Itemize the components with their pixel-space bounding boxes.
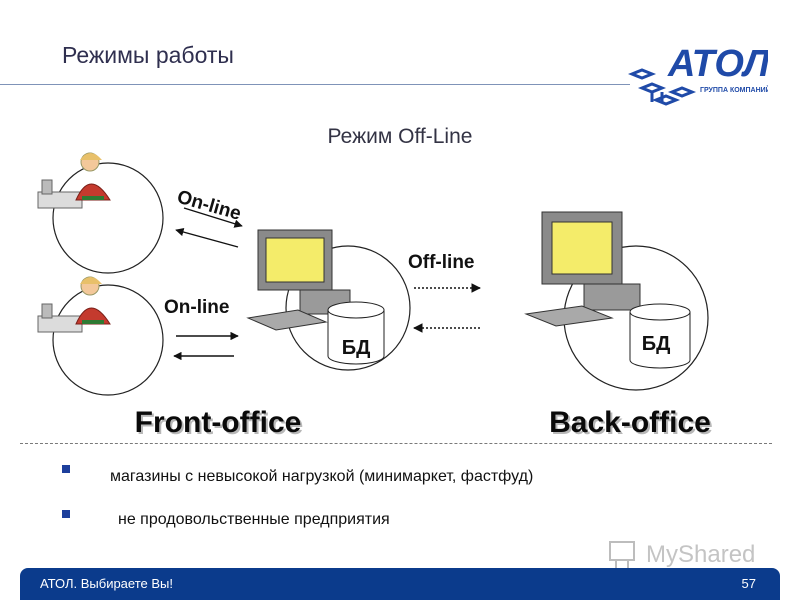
front-office-label-text: Front-office [135,406,302,439]
footer-bar [20,568,780,600]
db-front-label: БД [342,337,371,359]
cubes-icon [628,68,697,106]
watermark-text: MyShared [646,541,755,568]
title-rule [0,84,630,85]
bullet-marker [62,510,70,518]
arrow-top-in [175,227,239,248]
bullet-text: магазины с невысокой нагрузкой (минимарк… [110,468,534,485]
footer-text: АТОЛ. Выбираете Вы! [40,576,173,591]
front-office-label: Front-office [137,408,304,440]
link-middle-label: Off-line [408,252,475,273]
front-office-db: БД [327,301,385,365]
back-office-label-text: Back-office [549,406,711,439]
cashier-bottom [37,276,164,396]
mode-label: Режим Off-Line [327,125,473,148]
back-office-db: БД [629,303,691,369]
link-bottom-left-label: On-line [164,297,229,318]
back-office-computer [524,211,641,327]
back-office-label: Back-office [551,408,713,440]
bullet-marker [62,465,70,473]
watermark-logo: MyShared [609,541,755,568]
link-top-left-label: On-line [175,187,244,225]
arrow-top-out [183,207,243,228]
front-office-computer [246,229,351,331]
page-title: Режимы работы [62,42,234,68]
watermark-icon [609,541,635,568]
logo-wordmark: АТОЛ [667,43,768,85]
page-number: 57 [741,576,756,591]
db-back-label: БД [642,333,671,355]
atol-logo: АТОЛ ГРУППА КОМПАНИЙ [628,43,768,106]
section-divider [20,443,772,444]
network-diagram: БД БД On-line On-line Off-line Front-off… [37,152,713,440]
bullet-text: не продовольственные предприятия [118,511,390,528]
cashier-top [37,152,164,274]
logo-subtitle: ГРУППА КОМПАНИЙ [700,85,768,94]
